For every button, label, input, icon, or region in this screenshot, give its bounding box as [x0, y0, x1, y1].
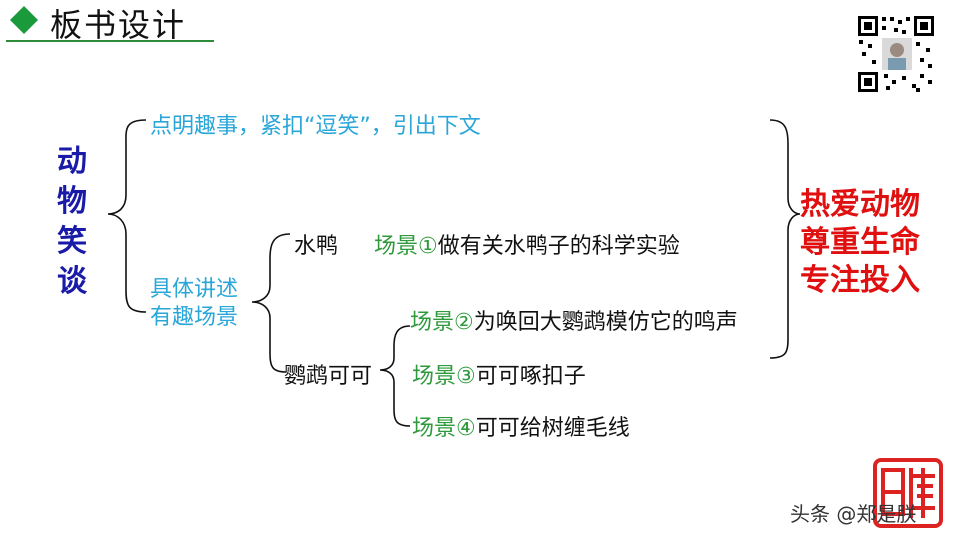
root-char: 物	[57, 184, 87, 219]
main-brace	[107, 119, 147, 313]
theme-line: 热爱动物	[800, 187, 920, 222]
scene-2: 场景②为唤回大鹦鹉模仿它的鸣声	[410, 304, 738, 336]
branch-detail-line: 有趣场景	[150, 305, 239, 330]
parrot-brace	[379, 325, 411, 427]
watermark-text: 头条 @郑是朕	[790, 502, 917, 526]
scene-label: 场景③	[412, 364, 476, 389]
title-underline	[6, 40, 214, 42]
theme-line: 尊重生命	[800, 225, 920, 260]
theme-line: 专注投入	[800, 263, 920, 298]
duck-node: 水鸭	[294, 234, 339, 259]
green-diamond-icon	[10, 6, 38, 34]
detail-brace	[251, 233, 291, 373]
scene-4: 场景④可可给树缠毛线	[412, 410, 630, 442]
scene-label: 场景②	[410, 310, 474, 335]
branch-detail-line: 具体讲述	[150, 277, 239, 302]
root-char: 动	[57, 144, 87, 179]
theme-summary: 热爱动物 尊重生命 专注投入	[800, 186, 920, 300]
root-topic: 动 物 笑 谈	[52, 142, 92, 302]
root-char: 谈	[57, 264, 87, 299]
parrot-node: 鹦鹉可可	[284, 364, 373, 389]
scene-text: 做有关水鸭子的科学实验	[437, 234, 680, 259]
scene-3: 场景③可可啄扣子	[412, 358, 586, 390]
scene-1: 场景①做有关水鸭子的科学实验	[374, 228, 680, 260]
page-title: 板书设计	[50, 6, 187, 44]
scene-text: 可可啄扣子	[475, 364, 586, 389]
seal-stamp-icon	[873, 458, 943, 528]
root-char: 笑	[57, 224, 87, 259]
branch-detail: 具体讲述 有趣场景	[150, 276, 238, 332]
scene-label: 场景④	[412, 416, 476, 441]
scene-text: 可可给树缠毛线	[475, 416, 630, 441]
scene-label: 场景①	[374, 234, 438, 259]
right-brace	[769, 119, 801, 359]
scene-text: 为唤回大鹦鹉模仿它的鸣声	[473, 310, 738, 335]
branch-intro: 点明趣事，紧扣“逗笑”，引出下文	[150, 114, 481, 139]
qr-code-icon	[856, 14, 936, 94]
